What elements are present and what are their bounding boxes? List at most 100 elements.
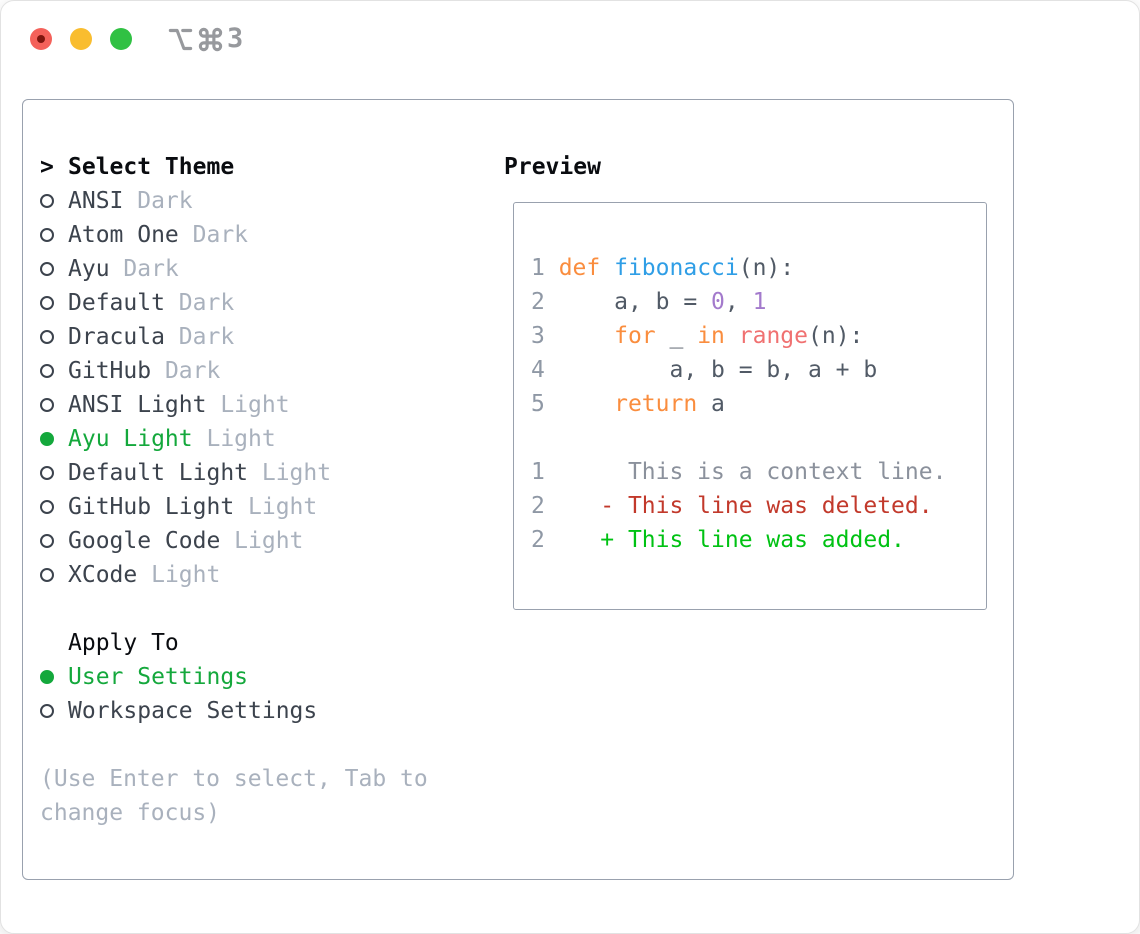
select-theme-title: Select Theme bbox=[68, 154, 235, 180]
radio-icon bbox=[40, 262, 68, 276]
theme-option-ayu-light[interactable]: Ayu Light Light bbox=[40, 422, 428, 456]
radio-icon bbox=[40, 228, 68, 242]
code-segment: 0 bbox=[711, 289, 725, 315]
code-segment: 3 bbox=[531, 323, 559, 349]
radio-icon bbox=[40, 194, 68, 208]
option-label: Default Light bbox=[68, 460, 249, 486]
command-icon bbox=[198, 27, 223, 51]
cursor-arrow: > bbox=[40, 154, 54, 180]
theme-option-atom-one[interactable]: Atom One Dark bbox=[40, 218, 428, 252]
theme-variant-label: Light bbox=[151, 562, 221, 588]
option-label: GitHub Light bbox=[68, 494, 235, 520]
close-button[interactable] bbox=[30, 28, 52, 50]
radio-icon bbox=[40, 364, 68, 378]
preview-header: Preview bbox=[504, 150, 987, 184]
theme-option-dracula[interactable]: Dracula Dark bbox=[40, 320, 428, 354]
titlebar: 3 bbox=[1, 1, 1139, 77]
code-segment: _ bbox=[655, 323, 698, 349]
option-label: Dracula bbox=[68, 324, 165, 350]
option-label: ANSI bbox=[68, 188, 124, 214]
code-line: 5 return a bbox=[531, 387, 986, 421]
theme-variant-label: Light bbox=[220, 392, 290, 418]
apply-option-workspace-settings[interactable]: Workspace Settings bbox=[40, 694, 428, 728]
option-label: Ayu bbox=[68, 256, 110, 282]
radio-icon bbox=[40, 704, 68, 718]
theme-variant-label: Dark bbox=[123, 256, 179, 282]
option-label: Default bbox=[68, 290, 165, 316]
code-segment: a bbox=[697, 391, 725, 417]
code-segment: def bbox=[558, 255, 601, 281]
apply-to-header: Apply To bbox=[40, 626, 428, 660]
code-segment: for bbox=[614, 323, 656, 349]
minimize-button[interactable] bbox=[70, 28, 92, 50]
shortcut-number: 3 bbox=[227, 23, 244, 54]
preview-column: Preview 1 def fibonacci(n):2 a, b = 0, 1… bbox=[504, 150, 987, 610]
option-label: Google Code bbox=[68, 528, 221, 554]
code-segment: 2 bbox=[531, 289, 559, 315]
select-theme-header: > Select Theme bbox=[40, 150, 428, 184]
window-title: 3 bbox=[167, 23, 243, 55]
code-segment: - This line was deleted. bbox=[558, 493, 933, 519]
code-line: 2 + This line was added. bbox=[531, 523, 986, 557]
theme-variant-label: Dark bbox=[164, 358, 221, 384]
option-label: XCode bbox=[68, 562, 138, 588]
code-segment: fibonacci bbox=[614, 255, 739, 281]
spacer bbox=[40, 728, 428, 762]
theme-option-github-light[interactable]: GitHub Light Light bbox=[40, 490, 428, 524]
radio-icon bbox=[40, 500, 68, 514]
theme-variant-label: Light bbox=[206, 426, 276, 452]
option-label: User Settings bbox=[68, 664, 249, 690]
option-label: Ayu Light bbox=[68, 426, 193, 452]
apply-to-title: Apply To bbox=[68, 630, 179, 656]
theme-variant-label: Dark bbox=[192, 222, 249, 248]
code-segment: 1 bbox=[752, 289, 767, 315]
code-segment: This is a context line. bbox=[558, 459, 947, 485]
zoom-button[interactable] bbox=[110, 28, 132, 50]
theme-option-ansi[interactable]: ANSI Dark bbox=[40, 184, 428, 218]
code-segment: (n): bbox=[738, 255, 795, 281]
option-label: Atom One bbox=[68, 222, 179, 248]
option-icon bbox=[168, 28, 193, 50]
radio-icon bbox=[40, 534, 68, 548]
radio-icon bbox=[40, 466, 68, 480]
spacer bbox=[40, 592, 428, 626]
code-line: 2 - This line was deleted. bbox=[531, 489, 986, 523]
radio-icon bbox=[40, 398, 68, 412]
code-line: 2 a, b = 0, 1 bbox=[531, 285, 986, 319]
apply-option-user-settings[interactable]: User Settings bbox=[40, 660, 428, 694]
code-segment bbox=[600, 255, 614, 281]
code-segment: a, b = bbox=[558, 289, 712, 315]
radio-icon bbox=[40, 296, 68, 310]
radio-selected-icon bbox=[40, 432, 68, 446]
radio-icon bbox=[40, 330, 68, 344]
theme-variant-label: Light bbox=[248, 494, 318, 520]
code-segment: 5 bbox=[531, 391, 559, 417]
code-line: 1 def fibonacci(n): bbox=[531, 251, 986, 285]
code-line: 1 This is a context line. bbox=[531, 455, 986, 489]
code-segment: , bbox=[724, 289, 753, 315]
theme-option-xcode[interactable]: XCode Light bbox=[40, 558, 428, 592]
code-segment: 1 bbox=[531, 459, 559, 485]
theme-variant-label: Light bbox=[261, 460, 332, 486]
theme-variant-label: Dark bbox=[137, 188, 193, 214]
code-line: 4 a, b = b, a + b bbox=[531, 353, 986, 387]
code-blank-line bbox=[531, 421, 986, 455]
theme-option-ayu[interactable]: Ayu Dark bbox=[40, 252, 428, 286]
code-segment: + This line was added. bbox=[558, 527, 905, 553]
radio-icon bbox=[40, 568, 68, 582]
code-segment: range bbox=[738, 323, 808, 349]
radio-selected-icon bbox=[40, 670, 68, 684]
preview-title: Preview bbox=[504, 154, 601, 180]
theme-option-default-light[interactable]: Default Light Light bbox=[40, 456, 428, 490]
theme-variant-label: Dark bbox=[178, 324, 235, 350]
